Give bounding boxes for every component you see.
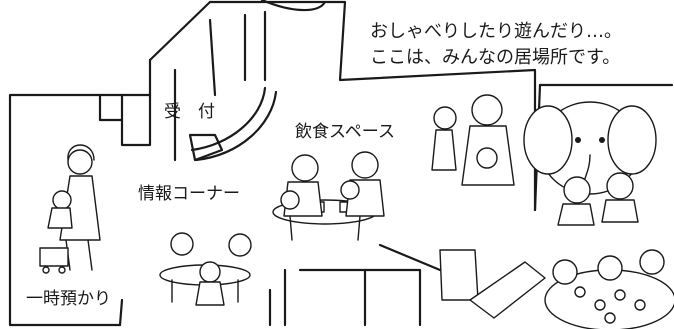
caption-text: おしゃべりしたり遊んだり…。 ここは、みんなの居場所です。 bbox=[370, 19, 622, 71]
building-walls bbox=[8, 0, 674, 327]
reception-counter bbox=[190, 86, 278, 162]
father-with-children bbox=[431, 94, 515, 186]
children-near-elephant bbox=[557, 172, 639, 226]
ball-pit bbox=[544, 249, 674, 329]
room-label-info: 情報コーナー bbox=[138, 184, 240, 204]
caption-line-1: おしゃべりしたり遊んだり…。 bbox=[370, 21, 622, 42]
play-blocks bbox=[439, 249, 546, 319]
room-label-reception: 受 付 bbox=[164, 102, 215, 122]
mother-with-baby-figure bbox=[47, 144, 101, 271]
caption-line-2: ここは、みんなの居場所です。 bbox=[370, 47, 621, 69]
info-corner-children bbox=[159, 232, 252, 306]
elephant-figure bbox=[523, 101, 657, 195]
dining-people bbox=[280, 151, 385, 217]
toy-wagon bbox=[39, 247, 69, 274]
room-label-dining: 飲食スペース bbox=[295, 122, 395, 142]
room-label-daycare: 一時預かり bbox=[26, 289, 111, 309]
